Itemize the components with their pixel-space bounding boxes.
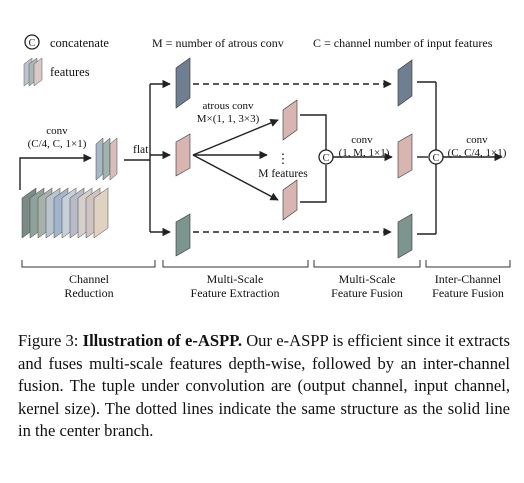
conv2-params: (1, M, 1×1) <box>339 147 390 159</box>
features-icon <box>23 57 43 87</box>
conv1-label: conv <box>46 125 68 137</box>
concatenate-legend-label: concatenate <box>50 36 109 50</box>
section-1-line-2: Reduction <box>64 286 113 300</box>
fusion-feature-top <box>397 59 413 107</box>
flat-label: flat <box>133 144 149 156</box>
atrous-output-top <box>282 99 298 141</box>
branch-features <box>175 57 413 259</box>
section-2-line-2: Feature Extraction <box>191 286 280 300</box>
section-brackets <box>21 260 511 268</box>
section-2-line-1: Multi-Scale <box>207 272 264 286</box>
concatenate-icon <box>24 34 40 50</box>
fusion-feature-bottom <box>397 213 413 259</box>
conv2-label: conv <box>351 134 373 146</box>
c-definition: C = channel number of input features <box>313 36 493 50</box>
section-4-line-2: Feature Fusion <box>432 286 504 300</box>
concatenate-icon-letter: C <box>29 38 36 49</box>
e-aspp-diagram: C concatenate features M = number of atr… <box>19 34 511 300</box>
concatenate-icon <box>428 149 444 165</box>
m-features-label: M features <box>258 168 308 180</box>
concatenate-icon <box>318 149 334 165</box>
conv1-params: (C/4, C, 1×1) <box>28 138 87 150</box>
caption-label: Figure 3: <box>18 331 79 350</box>
m-definition: M = number of atrous conv <box>152 36 284 50</box>
section-1-line-1: Channel <box>69 272 110 286</box>
diagram-labels: conv (C/4, C, 1×1) flat atrous conv M×(1… <box>28 100 507 180</box>
dashed-connectors <box>193 79 392 237</box>
section-3-line-2: Feature Fusion <box>331 286 403 300</box>
atrous-output-bottom <box>282 179 298 221</box>
top-branch-feature <box>175 57 191 109</box>
reduced-features-stack <box>95 137 118 181</box>
caption-body: Our e-ASPP is efficient since it extract… <box>18 331 510 441</box>
atrous-params: M×(1, 1, 3×3) <box>197 113 260 125</box>
dots-label: ⋮ <box>277 151 290 166</box>
fusion-feature-center <box>397 133 413 179</box>
section-3-line-1: Multi-Scale <box>339 272 396 286</box>
concat-node-2-letter: C <box>433 153 440 164</box>
bottom-branch-feature <box>175 213 191 257</box>
conv3-label: conv <box>466 134 488 146</box>
section-labels: Channel Reduction Multi-Scale Feature Ex… <box>64 272 504 300</box>
legend: C concatenate features M = number of atr… <box>23 34 493 87</box>
connector-lines <box>19 79 503 237</box>
section-4-line-1: Inter-Channel <box>435 272 502 286</box>
conv3-params: (C, C/4, 1×1) <box>448 147 507 159</box>
input-features-stack <box>21 187 109 239</box>
atrous-label: atrous conv <box>202 100 254 112</box>
center-branch-feature <box>175 133 191 177</box>
features-legend-label: features <box>50 65 90 79</box>
concat-node-1-letter: C <box>323 153 330 164</box>
caption-title: Illustration of e-ASPP. <box>82 331 243 350</box>
concat-nodes: C C <box>318 149 444 165</box>
figure-caption: Figure 3: Illustration of e-ASPP. Our e-… <box>18 330 510 443</box>
